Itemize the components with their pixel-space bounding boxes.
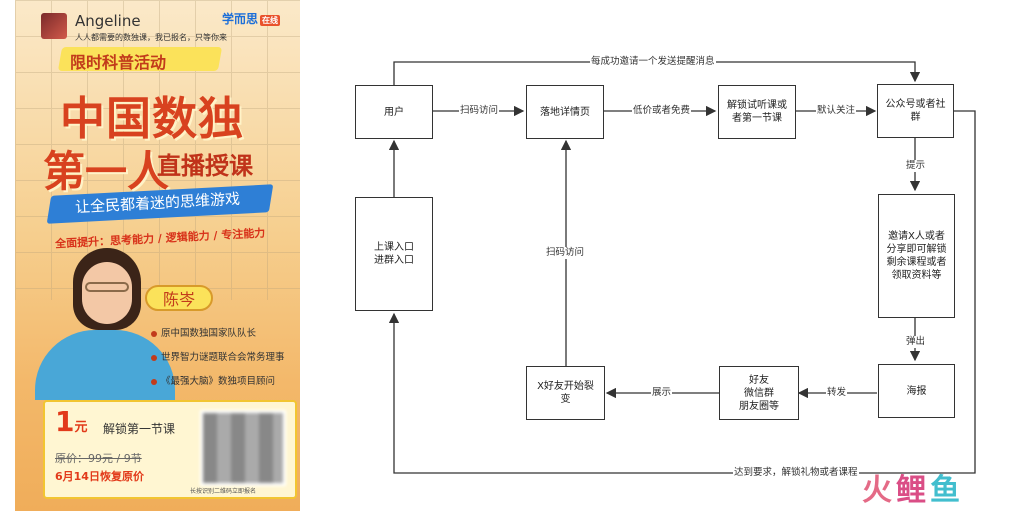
node-landing-page: 落地详情页 <box>526 85 604 139</box>
credential-item: 《最强大脑》数独项目顾问 <box>151 370 285 394</box>
poster-title-line2: 第一人 <box>43 147 170 196</box>
qr-note: 长按识别二维码立即报名 <box>190 488 257 495</box>
teacher-name: 陈岑 <box>145 285 213 311</box>
qr-code-blurred[interactable] <box>200 410 286 486</box>
unlock-text: 解锁第一节课 <box>103 422 176 436</box>
original-price: 原价：99元 / 9节 <box>55 452 142 465</box>
restore-date: 6月14日恢复原价 <box>55 470 144 483</box>
poster-title-line1: 中国数独 <box>60 92 245 145</box>
edge-label-reminder: 每成功邀请一个发送提醒消息 <box>590 56 716 68</box>
edge-label-show: 展示 <box>651 387 673 399</box>
watermark-logo: 火鲤鱼 <box>862 473 964 508</box>
node-official-account: 公众号或者社 群 <box>877 84 954 138</box>
edge-label-reward: 达到要求，解锁礼物或者课程 <box>733 467 859 479</box>
edge-label-follow: 默认关注 <box>816 105 857 117</box>
edge-label-lowprice: 低价或者免费 <box>632 105 692 117</box>
teacher-photo <box>35 248 175 400</box>
edge-label-scan2: 扫码访问 <box>545 247 586 259</box>
edge-label-forward: 转发 <box>826 387 848 399</box>
promo-tag: 限时科普活动 <box>70 53 167 72</box>
node-fission: X好友开始裂 变 <box>526 366 605 420</box>
poster-username: Angeline <box>75 12 141 30</box>
teacher-credentials: 原中国数独国家队队长 世界智力谜题联合会常务理事 《最强大脑》数独项目顾问 <box>151 322 285 394</box>
node-friends: 好友 微信群 朋友圈等 <box>719 366 799 420</box>
node-class-entry: 上课入口 进群入口 <box>355 197 433 311</box>
poster-user-tagline: 人人都需要的数独课，我已报名，只等你来 <box>75 33 227 42</box>
edge-label-popup: 弹出 <box>905 336 927 348</box>
credential-item: 世界智力谜题联合会常务理事 <box>151 346 285 370</box>
node-poster: 海报 <box>878 364 955 418</box>
brand-logo: 学而思在线 <box>222 10 281 27</box>
price: 1元 <box>55 405 88 438</box>
credential-item: 原中国数独国家队队长 <box>151 322 285 346</box>
user-avatar <box>41 13 67 39</box>
node-unlock-trial: 解锁试听课或 者第一节课 <box>718 85 796 139</box>
edge-reward <box>388 110 976 474</box>
course-poster: Angeline 人人都需要的数独课，我已报名，只等你来 学而思在线 限时科普活… <box>15 0 300 511</box>
brand-name: 学而思 <box>222 12 259 26</box>
node-user: 用户 <box>355 85 433 139</box>
brand-badge: 在线 <box>260 15 281 26</box>
edge-label-prompt: 提示 <box>905 160 927 172</box>
poster-title-line2-suffix: 直播授课 <box>157 152 253 180</box>
edge-label-scan1: 扫码访问 <box>459 105 500 117</box>
node-invite: 邀请X人或者 分享即可解锁 剩余课程或者 领取资料等 <box>878 194 955 318</box>
